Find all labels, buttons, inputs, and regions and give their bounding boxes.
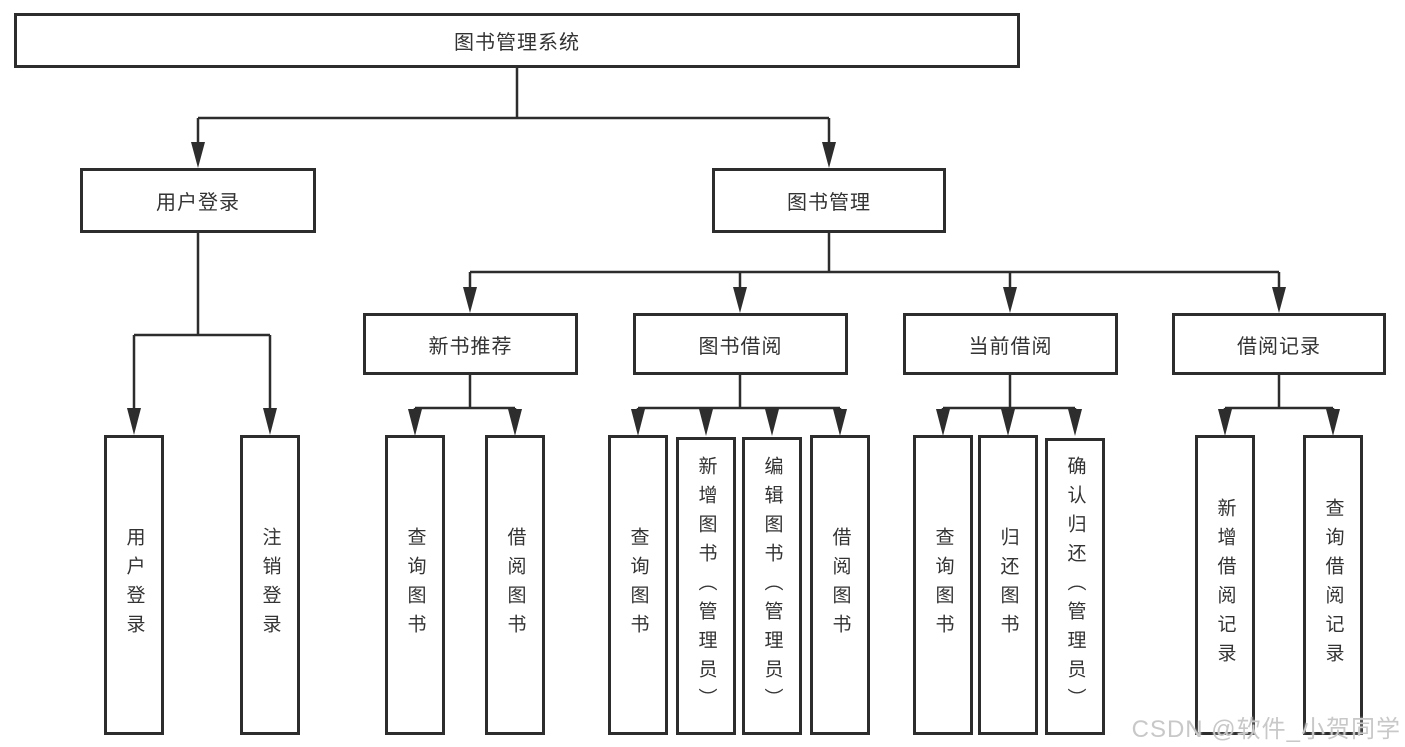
leaf-query-borrow-record: 查询借阅记录: [1303, 435, 1363, 735]
node-new-book-recommend-label: 新书推荐: [428, 335, 513, 358]
leaf-query-borrow-record-label: 查询借阅记录: [1322, 498, 1344, 672]
node-book-management-label: 图书管理: [787, 192, 871, 214]
node-current-borrow: 当前借阅: [903, 313, 1118, 375]
leaf-user-login-label: 用户登录: [123, 527, 145, 643]
node-root-label: 图书管理系统: [454, 32, 580, 54]
leaf-add-book-admin: 新增图书（管理员）: [676, 437, 736, 735]
leaf-edit-book-admin: 编辑图书（管理员）: [742, 437, 802, 735]
leaf-query-books-2: 查询图书: [608, 435, 668, 735]
leaf-query-books-1: 查询图书: [385, 435, 445, 735]
leaf-confirm-return-admin-label: 确认归还（管理员）: [1064, 456, 1086, 717]
leaf-borrow-books-1-label: 借阅图书: [504, 527, 526, 643]
node-borrow-records-label: 借阅记录: [1237, 335, 1321, 358]
leaf-borrow-books-2-label: 借阅图书: [829, 527, 851, 643]
node-borrow-records: 借阅记录: [1172, 313, 1386, 375]
leaf-confirm-return-admin: 确认归还（管理员）: [1045, 438, 1105, 735]
node-book-management: 图书管理: [712, 168, 946, 233]
node-current-borrow-label: 当前借阅: [968, 335, 1053, 358]
leaf-add-borrow-record: 新增借阅记录: [1195, 435, 1255, 735]
node-user-login-label: 用户登录: [156, 192, 240, 214]
leaf-edit-book-admin-label: 编辑图书（管理员）: [761, 455, 783, 717]
watermark: CSDN @软件_小贺同学: [1131, 716, 1401, 743]
leaf-borrow-books-1: 借阅图书: [485, 435, 545, 735]
node-book-borrow-label: 图书借阅: [698, 335, 783, 358]
leaf-query-books-2-label: 查询图书: [627, 527, 649, 643]
node-root: 图书管理系统: [14, 13, 1020, 68]
leaf-query-books-3: 查询图书: [913, 435, 973, 735]
node-book-borrow: 图书借阅: [633, 313, 848, 375]
leaf-user-login: 用户登录: [104, 435, 164, 735]
leaf-return-book-label: 归还图书: [997, 527, 1019, 643]
leaf-logout-label: 注销登录: [259, 527, 281, 643]
leaf-query-books-1-label: 查询图书: [404, 527, 426, 643]
leaf-query-books-3-label: 查询图书: [932, 527, 954, 643]
leaf-add-book-admin-label: 新增图书（管理员）: [695, 455, 717, 717]
leaf-logout: 注销登录: [240, 435, 300, 735]
node-new-book-recommend: 新书推荐: [363, 313, 578, 375]
node-user-login: 用户登录: [80, 168, 316, 233]
leaf-add-borrow-record-label: 新增借阅记录: [1214, 498, 1236, 672]
leaf-return-book: 归还图书: [978, 435, 1038, 735]
leaf-borrow-books-2: 借阅图书: [810, 435, 870, 735]
